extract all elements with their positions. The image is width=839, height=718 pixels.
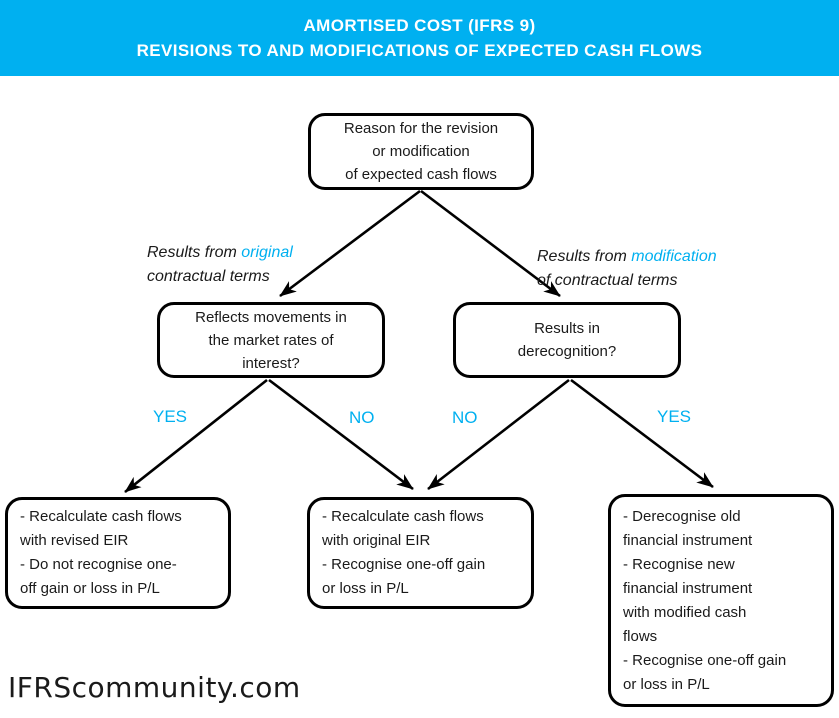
- arrow-right-no: [427, 378, 570, 491]
- outcome-box-revised-eir: - Recalculate cash flows with revised EI…: [5, 497, 231, 609]
- outcome-box-derecognise: - Derecognise old financial instrument -…: [608, 494, 834, 707]
- header-title-line1: AMORTISED COST (IFRS 9): [303, 15, 536, 35]
- question-box-market-rates: Reflects movements in the market rates o…: [157, 302, 385, 378]
- branch-label-right-suffix: of contractual terms: [537, 272, 678, 289]
- arrow-root-to-left-question: [279, 189, 421, 298]
- branch-label-left-prefix: Results from: [147, 244, 242, 261]
- edge-label-left-no: NO: [349, 408, 375, 427]
- watermark-ifrscommunity: IFRScommunity.com: [8, 671, 301, 704]
- edge-label-right-yes: YES: [657, 407, 692, 426]
- header-banner: AMORTISED COST (IFRS 9) REVISIONS TO AND…: [0, 0, 839, 76]
- arrow-left-yes: [124, 378, 268, 494]
- branch-label-original-terms: Results from original contractual terms: [147, 217, 293, 289]
- arrow-right-yes: [570, 378, 714, 489]
- header-title-line2: REVISIONS TO AND MODIFICATIONS OF EXPECT…: [136, 40, 703, 60]
- arrow-left-no: [268, 378, 414, 491]
- outcome-box-original-eir: - Recalculate cash flows with original E…: [307, 497, 534, 609]
- question-box-derecognition: Results in derecognition?: [453, 302, 681, 378]
- branch-label-right-prefix: Results from: [537, 248, 632, 265]
- edge-label-right-no: NO: [452, 408, 478, 427]
- edge-label-left-yes: YES: [153, 407, 188, 426]
- branch-label-right-accent: modification: [631, 248, 717, 265]
- branch-label-modification-terms: Results from modification of contractual…: [537, 221, 717, 293]
- root-box-reason: Reason for the revision or modification …: [308, 113, 534, 190]
- branch-label-left-suffix: contractual terms: [147, 268, 270, 285]
- branch-label-left-accent: original: [241, 244, 293, 261]
